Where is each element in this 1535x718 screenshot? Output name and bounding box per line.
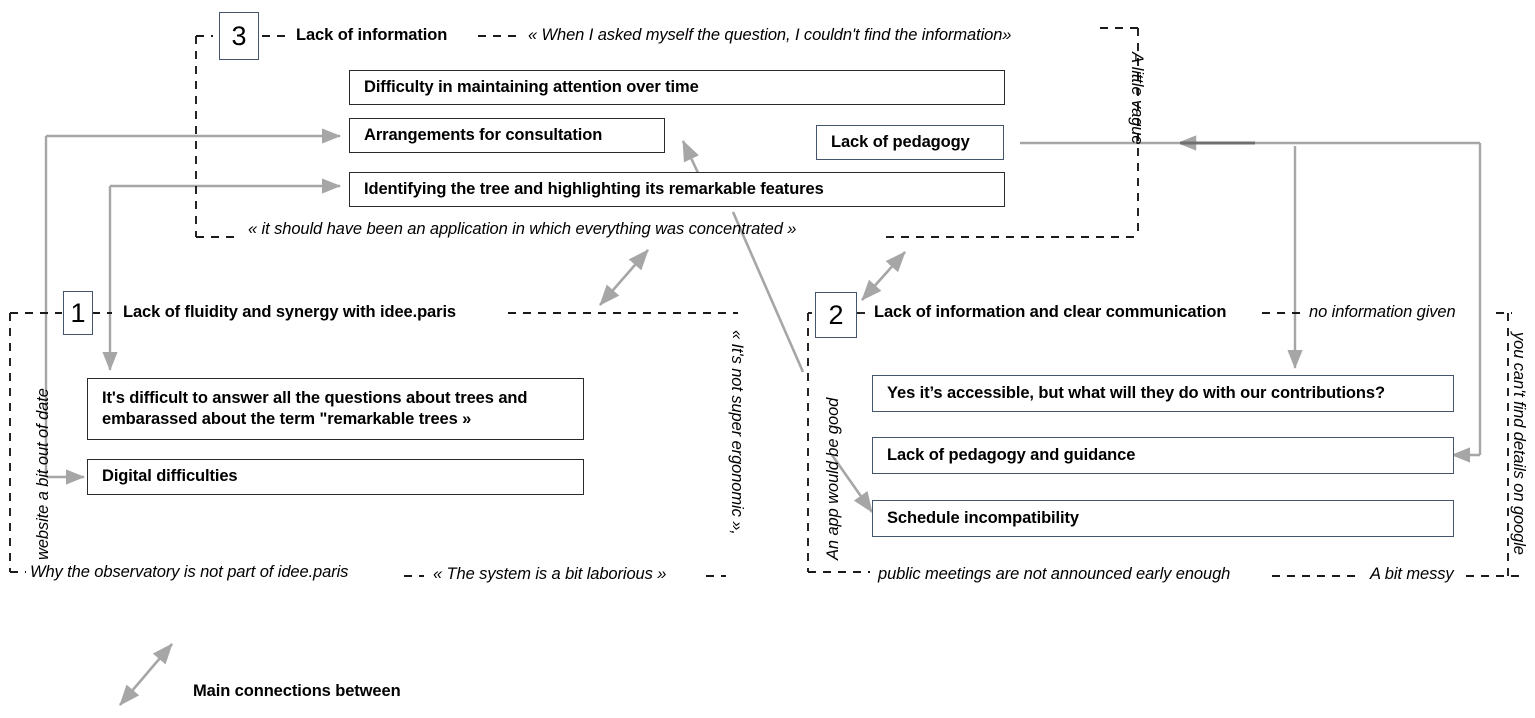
box-accessible-contributions[interactable]: Yes it’s accessible, but what will they … [872, 375, 1454, 412]
box-identifying-tree[interactable]: Identifying the tree and highlighting it… [349, 172, 1005, 207]
box-difficult-answer-label: It's difficult to answer all the questio… [102, 388, 528, 428]
quote-not-super-ergonomic: « It's not super ergonomic », [728, 330, 746, 535]
box-digital-difficulties-label: Digital difficulties [102, 467, 238, 486]
box-difficulty-attention-label: Difficulty in maintaining attention over… [364, 77, 699, 96]
quote-system-laborious: « The system is a bit laborious » [433, 565, 667, 583]
quote-website-out-of-date: website a bit out of date [34, 388, 52, 560]
group-marker-1-number: 1 [70, 297, 86, 328]
box-identifying-tree-label: Identifying the tree and highlighting it… [364, 179, 824, 198]
box-difficulty-attention[interactable]: Difficulty in maintaining attention over… [349, 70, 1005, 105]
group-marker-3[interactable]: 3 [219, 12, 259, 60]
group-marker-2-number: 2 [828, 299, 844, 330]
box-lack-of-pedagogy-label: Lack of pedagogy [831, 132, 970, 151]
quote-observatory-idee-paris: Why the observatory is not part of idee.… [30, 563, 349, 581]
group-marker-2[interactable]: 2 [815, 292, 857, 338]
box-arrangements-consultation-label: Arrangements for consultation [364, 125, 603, 144]
box-arrangements-consultation[interactable]: Arrangements for consultation [349, 118, 665, 153]
box-accessible-contributions-label: Yes it’s accessible, but what will they … [887, 383, 1385, 402]
legend-line-1: Main connections between [193, 682, 401, 701]
box-digital-difficulties[interactable]: Digital difficulties [87, 459, 584, 495]
group-label-2: Lack of information and clear communicat… [874, 303, 1227, 321]
group-label-3: Lack of information [296, 26, 448, 44]
quote-a-little-vague: A little vague [1128, 52, 1146, 145]
quote-application-concentrated: « it should have been an application in … [248, 220, 797, 238]
box-lack-of-pedagogy[interactable]: Lack of pedagogy [816, 125, 1004, 160]
box-pedagogy-guidance[interactable]: Lack of pedagogy and guidance [872, 437, 1454, 474]
group-label-1: Lack of fluidity and synergy with idee.p… [123, 303, 457, 321]
quote-public-meetings: public meetings are not announced early … [878, 565, 1231, 583]
quote-an-app-would-be-good: An app would be good [824, 397, 842, 560]
box-schedule-incompatibility-label: Schedule incompatibility [887, 508, 1079, 527]
legend-arrow [119, 643, 173, 706]
box-schedule-incompatibility[interactable]: Schedule incompatibility [872, 500, 1454, 537]
quote-bit-messy: A bit messy [1370, 565, 1454, 583]
group-marker-1[interactable]: 1 [63, 291, 93, 335]
quote-cant-find-on-google: you can't find details on google [1510, 332, 1528, 555]
group-marker-3-number: 3 [231, 20, 247, 51]
quote-when-asked: « When I asked myself the question, I co… [528, 26, 1012, 44]
quote-no-information-given: no information given [1309, 303, 1456, 321]
legend-label: Main connections between box 1, box 2 an… [193, 660, 401, 718]
box-pedagogy-guidance-label: Lack of pedagogy and guidance [887, 445, 1136, 464]
box-difficult-answer[interactable]: It's difficult to answer all the questio… [87, 378, 584, 440]
